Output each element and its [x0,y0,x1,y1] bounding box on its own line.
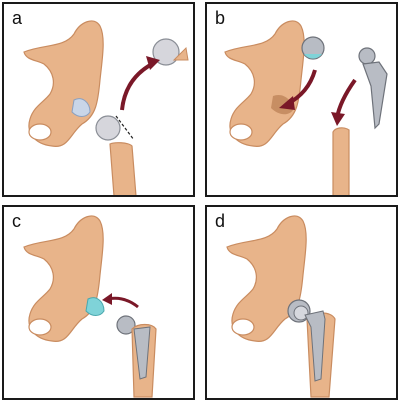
arrow-stem [335,78,357,119]
removed-neck [172,46,189,61]
arrow-ball [107,296,139,309]
obturator-foramen [28,123,52,141]
acetabulum-worn [71,98,91,117]
obturator-foramen [229,123,253,141]
panel-b-label: b [215,8,226,28]
femoral-head-arthritic [95,115,121,141]
arrow-cup-head [279,96,295,110]
panel-b-illustration [224,20,388,195]
femoral-stem [362,61,388,130]
panel-a: a [2,2,195,197]
obturator-foramen [231,318,255,336]
stem-ball [358,47,376,65]
acetabular-cup [301,36,325,60]
prosthetic-ball-seated [293,305,309,321]
panel-c-label: c [12,211,21,231]
arrow-up [120,62,154,111]
panel-d-illustration [226,215,336,398]
pelvis-bone [226,215,307,342]
acetabular-cup-liner [85,297,105,316]
pelvis-bone [23,215,104,342]
panel-b: b [205,2,398,197]
panel-d: d [205,205,398,400]
panel-c-illustration [23,215,157,398]
panel-d-label: d [215,211,226,231]
cut-line [115,115,135,141]
pelvis-bone [224,20,305,147]
cup-liner [304,54,322,59]
prosthetic-ball [116,315,136,335]
stem-in-femur [133,326,151,380]
panel-a-label: a [12,8,23,28]
acetabulum-prepared [271,94,293,115]
panel-a-illustration [23,20,189,195]
arrow-ball-head [102,293,112,305]
femur-cut [332,127,350,195]
panel-c: c [2,205,195,400]
arrow-stem-head [331,112,345,126]
stem-in-femur [304,310,326,382]
arrow-up-head [146,56,160,70]
femur-shaft [109,142,137,195]
removed-femoral-head [152,38,180,66]
obturator-foramen [28,318,52,336]
